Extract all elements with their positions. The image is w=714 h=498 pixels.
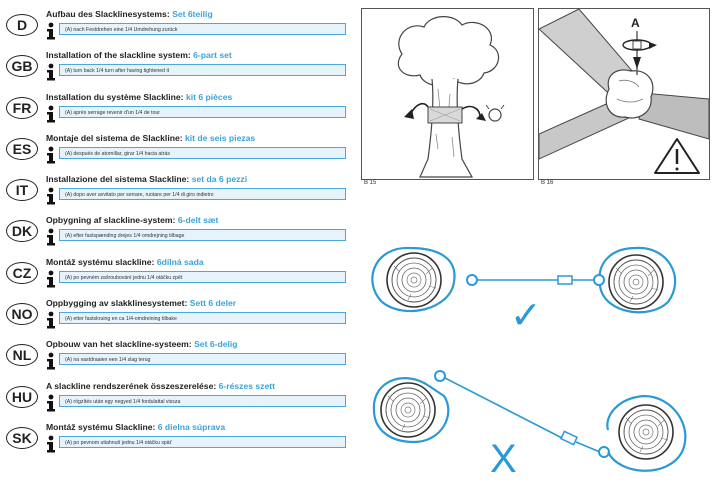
mounting-comparison-diagram: ✓ X (371, 246, 687, 481)
language-list: D Aufbau des Slacklinesystems: Set 6teili… (4, 6, 354, 460)
correct-check-icon: ✓ (510, 293, 542, 337)
info-note: (A) après serrage revenir d'un 1/4 de to… (59, 105, 346, 118)
language-row-sk: SK Montáž systému Slackline: 6 dielna súp… (4, 419, 354, 460)
info-icon (47, 187, 55, 205)
section-title: Oppbygging av slakklinesystemet: Sett 6 … (46, 298, 236, 308)
section-title-text: Aufbau des Slacklinesystems: (46, 9, 173, 19)
info-note: (A) po pevném zašroubování jednu 1/4 otá… (59, 270, 346, 283)
info-note: (A) efter fastspænding drejes 1/4 omdrej… (59, 229, 346, 242)
info-icon (47, 394, 55, 412)
section-title: Installazione del sistema Slackline: set… (46, 174, 247, 184)
info-note: (A) etter fastskruing en ca 1/4-omdreini… (59, 312, 346, 325)
language-code-badge: DK (6, 220, 38, 243)
section-title: Installation of the slackline system: 6-… (46, 50, 232, 60)
language-code-badge: ES (6, 137, 38, 160)
section-title-text: Installation du système Slackline: (46, 91, 186, 102)
language-row-it: IT Installazione del sistema Slackline: s… (4, 171, 354, 212)
language-code-badge: NO (6, 303, 38, 326)
section-title: Montaje del sistema de Slackline: kit de… (46, 133, 255, 143)
language-code-badge: D (6, 14, 38, 36)
set-name: 6dílná sada (156, 256, 204, 267)
language-row-d: D Aufbau des Slacklinesystems: Set 6teili… (4, 6, 354, 47)
figure-b16-panel: A (538, 8, 710, 180)
language-code-badge: NL (6, 344, 38, 367)
section-title: Installation du système Slackline: kit 6… (46, 92, 232, 102)
language-code-badge: GB (6, 55, 38, 78)
set-name: 6-részes szett (218, 380, 275, 391)
language-row-cz: CZ Montáž systému slackline: 6dílná sada (… (4, 254, 354, 295)
section-title-text: Montáž systému Slackline: (46, 421, 158, 432)
section-title-text: Opbygning af slackline-system: (46, 215, 178, 226)
set-name: Set 6teilig (172, 9, 213, 19)
ring-closeup-illustration: A (538, 8, 710, 174)
rotation-label: A (631, 16, 640, 30)
info-icon (47, 105, 55, 123)
info-icon (47, 270, 55, 288)
section-title-text: Montaje del sistema de Slackline: (46, 132, 185, 143)
info-note: (A) na vastdraaien een 1/4 slag terug (59, 353, 346, 366)
figure-b16-caption: B 16 (541, 180, 554, 186)
wrong-x-icon: X (490, 437, 517, 481)
section-title: Opbygning af slackline-system: 6-delt sæ… (46, 215, 218, 225)
language-code-badge: SK (6, 426, 38, 449)
info-icon (47, 63, 55, 81)
wrong-setup: X (372, 370, 687, 481)
section-title: Montáž systému Slackline: 6 dielna súpra… (46, 422, 225, 432)
info-note: (A) nach Festdrehen eine 1/4 Umdrehung z… (59, 23, 346, 35)
section-title-text: A slackline rendszerének összeszerelése: (46, 380, 219, 391)
section-title-text: Installazione del sistema Slackline: (46, 174, 192, 185)
info-note: (A) po pevnom utiahnutí jednu 1/4 otáčku… (59, 435, 346, 448)
language-code-badge: CZ (6, 261, 38, 284)
info-icon (47, 22, 55, 40)
language-code-badge: FR (6, 96, 38, 119)
language-row-dk: DK Opbygning af slackline-system: 6-delt … (4, 212, 354, 253)
section-title-text: Montáž systému slackline: (46, 256, 157, 267)
info-icon (47, 435, 55, 453)
language-code-badge: IT (6, 179, 38, 202)
language-row-hu: HU A slackline rendszerének összeszerelés… (4, 378, 354, 419)
language-row-es: ES Montaje del sistema de Slackline: kit … (4, 130, 354, 171)
info-icon (47, 229, 55, 246)
set-name: Set 6-delig (194, 339, 238, 350)
info-icon (47, 146, 55, 164)
section-title: A slackline rendszerének összeszerelése:… (46, 381, 275, 391)
info-note: (A) turn back 1/4 turn after having tigh… (59, 64, 346, 77)
info-icon (47, 311, 55, 329)
language-row-nl: NL Opbouw van het slackline-systeem: Set … (4, 336, 354, 377)
section-title-text: Opbouw van het slackline-systeem: (46, 339, 195, 350)
set-name: kit 6 pièces (185, 91, 233, 102)
figure-b15-caption: B 15 (364, 180, 377, 186)
figure-b15-panel (361, 8, 534, 180)
language-row-gb: GB Installation of the slackline system: … (4, 47, 354, 88)
language-code-badge: HU (6, 385, 38, 408)
info-icon (47, 352, 55, 370)
info-note: (A) después de atornillar, girar 1/4 hac… (59, 146, 346, 159)
set-name: 6-delt sæt (177, 215, 219, 226)
section-title-text: Oppbygging av slakklinesystemet: (46, 298, 190, 309)
section-title: Montáž systému slackline: 6dílná sada (46, 257, 204, 267)
tree-strap-illustration (397, 16, 505, 178)
set-name: Sett 6 deler (189, 298, 237, 309)
section-title-text: Installation of the slackline system: (46, 50, 194, 61)
section-title: Aufbau des Slacklinesystems: Set 6teilig (46, 9, 213, 19)
info-note: (A) dopo aver avvitato per serrare, ruot… (59, 188, 346, 201)
correct-setup: ✓ (371, 246, 677, 337)
set-name: 6-part set (193, 50, 232, 61)
set-name: kit de seis piezas (184, 132, 256, 143)
language-row-no: NO Oppbygging av slakklinesystemet: Sett … (4, 295, 354, 336)
section-title: Opbouw van het slackline-systeem: Set 6-… (46, 339, 238, 349)
set-name: set da 6 pezzi (191, 174, 248, 185)
language-row-fr: FR Installation du système Slackline: kit… (4, 89, 354, 130)
info-note: (A) rögzítés után egy negyed 1/4 fordula… (59, 394, 346, 407)
set-name: 6 dielna súprava (157, 421, 226, 432)
